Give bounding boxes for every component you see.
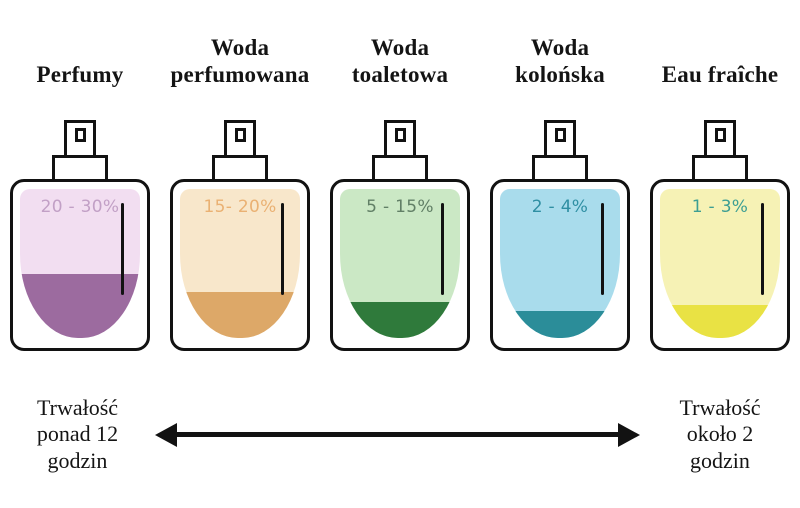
nozzle-hole-icon xyxy=(714,128,726,142)
bottle-collar xyxy=(212,155,268,182)
bottle-body: 15- 20% xyxy=(170,179,310,351)
nozzle-hole-icon xyxy=(554,128,566,142)
durability-label-left: Trwałość ponad 12 godzin xyxy=(36,395,119,473)
concentration-layer xyxy=(500,311,620,338)
bottle-liquid: 2 - 4% xyxy=(500,189,620,338)
spray-nozzle-icon xyxy=(224,120,256,158)
reflection-line-icon xyxy=(601,203,604,295)
bottle-body: 20 - 30% xyxy=(10,179,150,351)
bottle-title: Perfumy xyxy=(36,61,124,87)
reflection-line-icon xyxy=(441,203,444,295)
concentration-layer xyxy=(20,273,140,338)
concentration-layer xyxy=(660,305,780,338)
bottle-body: 5 - 15% xyxy=(330,179,470,351)
bottle-liquid: 5 - 15% xyxy=(340,189,460,338)
bottle-liquid: 1 - 3% xyxy=(660,189,780,338)
bottle-column-woda-kolonska: Woda kolońska 2 - 4% xyxy=(480,0,640,351)
reflection-line-icon xyxy=(761,203,764,295)
bottle-body: 1 - 3% xyxy=(650,179,790,351)
arrow-right-head-icon xyxy=(618,422,640,447)
bottle-title: Woda perfumowana xyxy=(170,35,310,87)
bottle-column-eau-fraiche: Eau fraîche 1 - 3% xyxy=(640,0,800,351)
bottles-row: Perfumy 20 - 30% Woda perfumowana xyxy=(0,0,800,351)
bottle-title: Woda toaletowa xyxy=(351,35,449,87)
concentration-percent: 5 - 15% xyxy=(366,197,434,217)
bottle-liquid: 20 - 30% xyxy=(20,189,140,338)
spray-nozzle-icon xyxy=(384,120,416,158)
spray-nozzle-icon xyxy=(64,120,96,158)
spray-nozzle-icon xyxy=(544,120,576,158)
reflection-line-icon xyxy=(281,203,284,295)
concentration-percent: 1 - 3% xyxy=(691,197,749,217)
nozzle-hole-icon xyxy=(74,128,86,142)
bottle-body: 2 - 4% xyxy=(490,179,630,351)
spray-nozzle-icon xyxy=(704,120,736,158)
bottle-title: Woda kolońska xyxy=(515,35,605,87)
bottle-liquid: 15- 20% xyxy=(180,189,300,338)
reflection-line-icon xyxy=(121,203,124,295)
arrow-left-head-icon xyxy=(155,422,177,447)
bottle-collar xyxy=(52,155,108,182)
bottle-collar xyxy=(692,155,748,182)
bottle-column-woda-perfumowana: Woda perfumowana 15- 20% xyxy=(160,0,320,351)
nozzle-hole-icon xyxy=(394,128,406,142)
durability-row: Trwałość ponad 12 godzin Trwałość około … xyxy=(0,351,800,474)
bottle-collar xyxy=(532,155,588,182)
bottle-column-perfumy: Perfumy 20 - 30% xyxy=(0,0,160,351)
bottle-title: Eau fraîche xyxy=(661,61,779,87)
bottle-column-woda-toaletowa: Woda toaletowa 5 - 15% xyxy=(320,0,480,351)
durability-label-right: Trwałość około 2 godzin xyxy=(679,395,761,473)
concentration-percent: 2 - 4% xyxy=(531,197,589,217)
concentration-percent: 15- 20% xyxy=(203,197,277,217)
duration-arrow xyxy=(155,415,640,455)
bottle-collar xyxy=(372,155,428,182)
concentration-layer xyxy=(340,302,460,338)
nozzle-hole-icon xyxy=(234,128,246,142)
concentration-percent: 20 - 30% xyxy=(40,197,120,217)
arrow-line xyxy=(171,432,624,438)
concentration-layer xyxy=(180,291,300,338)
